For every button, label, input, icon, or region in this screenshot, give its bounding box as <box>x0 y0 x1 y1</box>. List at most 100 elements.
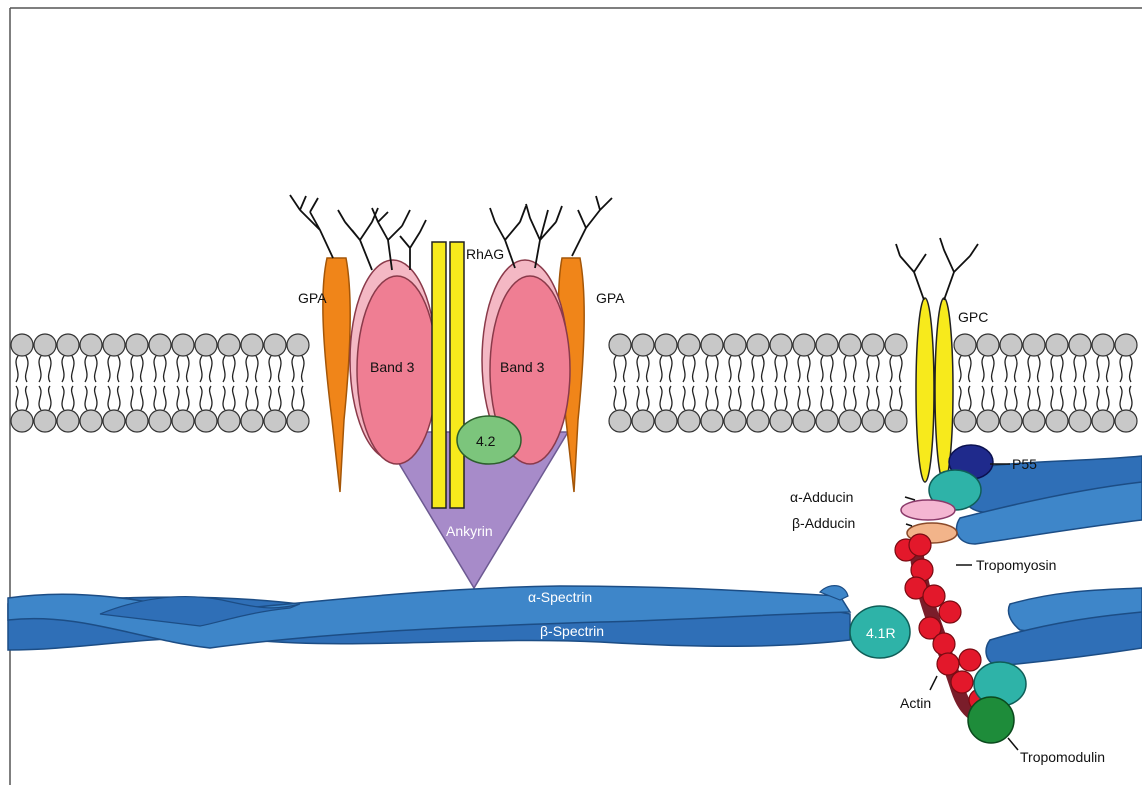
lipid-molecule <box>218 334 240 382</box>
lipid-molecule <box>287 386 309 432</box>
lipid-molecule <box>770 386 792 432</box>
lipid-molecule <box>218 386 240 432</box>
tropomodulin-pointer <box>1008 738 1018 750</box>
lipid-molecule <box>1023 334 1045 382</box>
lipid-molecule <box>287 334 309 382</box>
actin-label: Actin <box>900 695 931 711</box>
lipid-molecule <box>609 334 631 382</box>
lipid-molecule <box>793 386 815 432</box>
tropomodulin-shape <box>968 697 1014 743</box>
beta-adducin-label: β-Adducin <box>792 515 855 531</box>
gpc-bar-2 <box>935 298 953 482</box>
actin-monomer <box>933 633 955 655</box>
lipid-molecule <box>862 334 884 382</box>
lipid-molecule <box>678 334 700 382</box>
lipid-molecule <box>977 334 999 382</box>
band3-right-label: Band 3 <box>500 359 545 375</box>
lipid-molecule <box>126 386 148 432</box>
alpha-adducin-shape <box>901 500 955 520</box>
beta-spectrin-label: β-Spectrin <box>540 623 604 639</box>
lipid-molecule <box>954 334 976 382</box>
actin-monomer <box>923 585 945 607</box>
lipid-molecule <box>1092 334 1114 382</box>
lipid-molecule <box>172 334 194 382</box>
lipid-molecule <box>34 334 56 382</box>
gpa-left-shape <box>323 258 350 492</box>
lipid-molecule <box>57 386 79 432</box>
lipid-molecule <box>149 334 171 382</box>
lipid-molecule <box>885 386 907 432</box>
lipid-molecule <box>264 334 286 382</box>
lipid-molecule <box>11 386 33 432</box>
actin-monomer <box>937 653 959 675</box>
tropomyosin-label: Tropomyosin <box>976 557 1056 573</box>
rhag-bar-2 <box>450 242 464 508</box>
lipid-molecule <box>839 386 861 432</box>
lipid-molecule <box>195 334 217 382</box>
lipid-molecule <box>655 386 677 432</box>
actin-monomer <box>909 534 931 556</box>
lipid-molecule <box>609 386 631 432</box>
glycan-band3-left-2 <box>372 208 410 270</box>
gpa-right-label: GPA <box>596 290 625 306</box>
lipid-molecule <box>34 386 56 432</box>
glycan-gpc-1 <box>896 244 926 300</box>
protein-42-label: 4.2 <box>476 433 496 449</box>
lipid-molecule <box>678 386 700 432</box>
rhag-label: RhAG <box>466 246 504 262</box>
lipid-molecule <box>264 386 286 432</box>
glycan-gpa-right <box>572 196 612 256</box>
lipid-molecule <box>1000 334 1022 382</box>
ankyrin-label: Ankyrin <box>446 523 493 539</box>
lipid-molecule <box>1092 386 1114 432</box>
gpc-label: GPC <box>958 309 988 325</box>
lipid-molecule <box>1046 386 1068 432</box>
lipid-molecule <box>816 386 838 432</box>
alpha-adducin-pointer <box>905 497 915 500</box>
lipid-molecule <box>747 334 769 382</box>
alpha-adducin-label: α-Adducin <box>790 489 853 505</box>
lipid-molecule <box>103 386 125 432</box>
rhag-bar-1 <box>432 242 446 508</box>
lipid-molecule <box>655 334 677 382</box>
glycan-band3-right-2 <box>526 204 562 268</box>
lipid-molecule <box>1046 334 1068 382</box>
lipid-molecule <box>1069 334 1091 382</box>
lipid-molecule <box>770 334 792 382</box>
actin-monomer <box>939 601 961 623</box>
lipid-molecule <box>1023 386 1045 432</box>
alpha-spectrin-label: α-Spectrin <box>528 589 592 605</box>
p55-label: P55 <box>1012 456 1037 472</box>
tropomodulin-label: Tropomodulin <box>1020 749 1105 765</box>
lipid-molecule <box>149 386 171 432</box>
lipid-molecule <box>724 334 746 382</box>
actin-monomer <box>951 671 973 693</box>
lipid-molecule <box>126 334 148 382</box>
actin-monomer <box>959 649 981 671</box>
lipid-molecule <box>1000 386 1022 432</box>
lipid-molecule <box>701 334 723 382</box>
lipid-molecule <box>701 386 723 432</box>
lipid-molecule <box>1115 386 1137 432</box>
lipid-molecule <box>793 334 815 382</box>
glycan-gpc-2 <box>940 238 978 300</box>
lipid-molecule <box>862 386 884 432</box>
gpa-left-label: GPA <box>298 290 327 306</box>
lipid-molecule <box>1115 334 1137 382</box>
gpc-bar-1 <box>916 298 934 482</box>
spectrin-filaments <box>8 586 850 650</box>
lipid-molecule <box>172 386 194 432</box>
lipid-molecule <box>816 334 838 382</box>
lipid-molecule <box>747 386 769 432</box>
band3-left-label: Band 3 <box>370 359 415 375</box>
lipid-molecule <box>57 334 79 382</box>
lipid-molecule <box>241 334 263 382</box>
lipid-molecule <box>977 386 999 432</box>
lipid-molecule <box>839 334 861 382</box>
protein-41r-label: 4.1R <box>866 625 896 641</box>
beta-adducin-pointer <box>906 524 912 526</box>
lipid-molecule <box>632 334 654 382</box>
lipid-molecule <box>724 386 746 432</box>
glycan-gpa-left <box>290 195 333 258</box>
lipid-molecule <box>1069 386 1091 432</box>
